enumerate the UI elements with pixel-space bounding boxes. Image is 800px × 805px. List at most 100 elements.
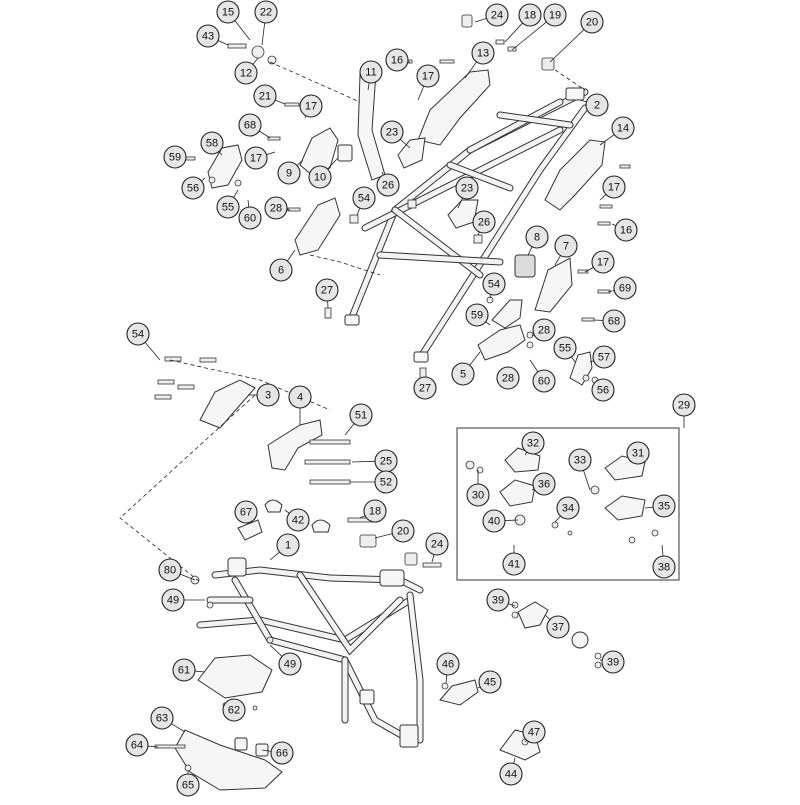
assembly-line-2 (555, 70, 585, 90)
callout-number: 65 (182, 780, 194, 792)
callout-number: 30 (472, 490, 484, 502)
callout-number: 3 (265, 390, 271, 402)
callout-59: 59 (466, 304, 488, 326)
part-6-footrest-bracket (295, 198, 340, 255)
callout-number: 55 (559, 343, 571, 355)
callout-56: 56 (592, 379, 614, 401)
leader-c24a (475, 18, 487, 22)
callout-46: 46 (437, 653, 459, 675)
callout-8: 8 (526, 226, 548, 248)
callout-14: 14 (612, 117, 634, 139)
callout-24: 24 (426, 533, 448, 555)
part-7-cover (535, 258, 572, 312)
callout-number: 24 (431, 539, 443, 551)
callout-number: 17 (422, 71, 434, 83)
part-42-clamp-right (312, 520, 330, 532)
leader-c8 (528, 247, 532, 255)
leader-c63 (171, 724, 185, 732)
leader-c40 (505, 520, 518, 521)
callout-28: 28 (533, 319, 555, 341)
callout-60: 60 (239, 207, 261, 229)
callout-number: 17 (305, 101, 317, 113)
callout-41: 41 (503, 553, 525, 575)
leader-c60a (248, 200, 249, 207)
callout-54: 54 (483, 273, 505, 295)
callout-44: 44 (500, 763, 522, 785)
leader-c24b (432, 555, 434, 562)
callout-number: 13 (477, 48, 489, 60)
leader-c5 (470, 352, 480, 365)
callout-number: 1 (285, 540, 291, 552)
leader-c33 (583, 470, 590, 490)
callout-6: 6 (270, 259, 292, 281)
callout-4: 4 (289, 386, 311, 408)
callout-number: 60 (244, 213, 256, 225)
callout-26: 26 (377, 174, 399, 196)
callout-number: 68 (608, 316, 620, 328)
leader-c15a (235, 21, 250, 40)
callout-number: 20 (397, 526, 409, 538)
callout-number: 80 (164, 565, 176, 577)
callout-number: 23 (386, 127, 398, 139)
callout-68: 68 (603, 310, 625, 332)
callout-55: 55 (554, 337, 576, 359)
callout-21: 21 (254, 85, 276, 107)
callout-number: 56 (597, 385, 609, 397)
callout-23: 23 (456, 177, 478, 199)
callout-39: 39 (602, 651, 624, 673)
callout-61: 61 (173, 659, 195, 681)
callout-2: 2 (586, 94, 608, 116)
callout-19: 19 (544, 4, 566, 26)
part-35-footpeg (605, 496, 645, 520)
leader-c25 (352, 461, 375, 462)
callout-number: 58 (206, 138, 218, 150)
callout-number: 26 (478, 217, 490, 229)
callout-20: 20 (581, 11, 603, 33)
callout-number: 15 (222, 7, 234, 19)
callout-number: 59 (169, 152, 181, 164)
callout-number: 27 (321, 285, 333, 297)
callout-number: 42 (292, 515, 304, 527)
callout-number: 54 (358, 193, 370, 205)
callout-number: 43 (202, 31, 214, 43)
callout-number: 37 (552, 622, 564, 634)
callout-number: 44 (505, 769, 517, 781)
leader-c55a (234, 190, 238, 198)
callout-28: 28 (497, 367, 519, 389)
callout-22: 22 (255, 1, 277, 23)
callout-23: 23 (381, 121, 403, 143)
callout-number: 31 (632, 448, 644, 460)
callout-38: 38 (653, 556, 675, 578)
callout-54: 54 (127, 323, 149, 345)
part-10-block (338, 145, 352, 161)
callout-number: 36 (538, 479, 550, 491)
part-8-block (515, 255, 535, 277)
callout-37: 37 (547, 616, 569, 638)
leader-c17c (266, 152, 275, 155)
callout-number: 22 (260, 7, 272, 19)
part-67-bracket (238, 520, 262, 540)
callout-66: 66 (271, 742, 293, 764)
part-36-footpeg (500, 480, 535, 506)
callout-number: 69 (619, 283, 631, 295)
callout-26: 26 (473, 211, 495, 233)
callout-27: 27 (414, 377, 436, 399)
callout-9: 9 (278, 162, 300, 184)
callout-number: 25 (380, 456, 392, 468)
callout-number: 34 (562, 503, 574, 515)
callout-number: 33 (574, 455, 586, 467)
leader-c1 (270, 552, 280, 560)
leader-c54a (357, 208, 360, 215)
callout-number: 28 (502, 373, 514, 385)
callout-40: 40 (483, 510, 505, 532)
callout-number: 10 (314, 172, 326, 184)
callout-number: 61 (178, 665, 190, 677)
callout-55: 55 (217, 196, 239, 218)
callout-16: 16 (386, 49, 408, 71)
callout-number: 52 (380, 477, 392, 489)
callout-number: 41 (508, 559, 520, 571)
part-37-mount (518, 602, 548, 628)
callout-number: 38 (658, 562, 670, 574)
part-3-bracket (200, 380, 255, 428)
callout-11: 11 (360, 61, 382, 83)
